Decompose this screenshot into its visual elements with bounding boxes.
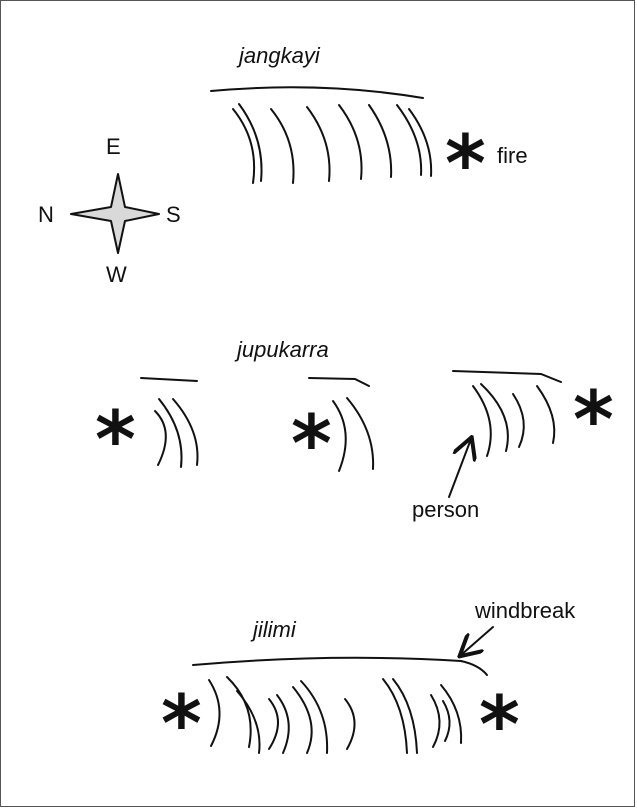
shelter-middle: * [291,377,375,490]
fire-marker: * [291,400,332,490]
sleeping-people [232,103,433,184]
shelter-right: * [452,370,614,466]
fire-marker: * [95,396,136,486]
compass-rose-icon: E N S W [38,134,181,287]
compass-south: S [166,202,181,227]
compass-west: W [106,262,127,287]
compass-east: E [106,134,121,159]
fire-marker: * [573,376,614,466]
fire-marker: * [445,120,486,210]
compass-north: N [38,202,54,227]
sleeping-people [208,676,463,754]
windbreak-line [210,86,424,99]
windbreak-line [308,377,370,387]
windbreak-line [192,656,488,676]
shelter-left: * [95,377,199,486]
camp-name-jilimi: jilimi [250,617,297,642]
camp-name-jupukarra: jupukarra [234,337,329,362]
fire-label: fire [497,143,528,168]
person-arrow [448,439,471,498]
windbreak-line [140,377,198,382]
camp-jangkayi: jangkayi * fire [210,43,528,210]
camp-name-jangkayi: jangkayi [236,43,321,68]
camp-jilimi: jilimi windbreak * * [161,598,576,771]
fire-marker: * [161,680,202,770]
fire-marker: * [479,681,520,771]
camp-jupukarra: jupukarra * * * person [95,337,614,522]
windbreak-line [452,370,562,383]
windbreak-label: windbreak [474,598,576,623]
person-label: person [412,497,479,522]
windbreak-arrow [461,626,494,655]
